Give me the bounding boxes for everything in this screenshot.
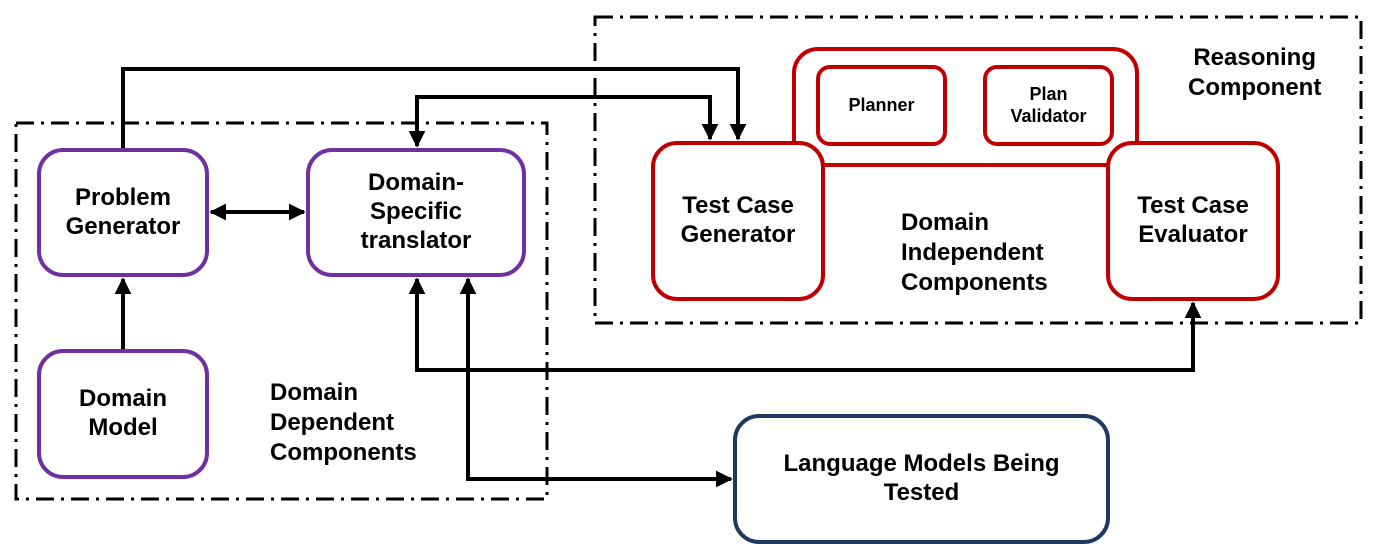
- language-models-box: Language Models Being Tested: [733, 414, 1110, 544]
- arrow-problem-generator-to-test-case-generator: [121, 67, 747, 148]
- plan-validator-label: Plan Validator: [1010, 83, 1087, 126]
- test-case-evaluator-label: Test Case Evaluator: [1137, 192, 1249, 248]
- planner-box: Planner: [816, 65, 947, 146]
- domain-independent-group-boundary: [593, 15, 1363, 325]
- domain-specific-translator-box: Domain- Specific translator: [306, 148, 526, 277]
- arrow-translator-to-test-case-evaluator: [408, 277, 1202, 372]
- test-case-evaluator-box: Test Case Evaluator: [1106, 141, 1280, 301]
- language-models-label: Language Models Being Tested: [783, 450, 1060, 506]
- test-case-generator-label: Test Case Generator: [680, 192, 796, 248]
- problem-generator-box: Problem Generator: [37, 148, 209, 277]
- domain-model-box: Domain Model: [37, 349, 209, 479]
- test-case-generator-box: Test Case Generator: [651, 141, 825, 301]
- domain-dependent-group-boundary: [14, 121, 549, 501]
- reasoning-component-label: Reasoning Component: [1188, 44, 1322, 101]
- plan-validator-box: Plan Validator: [983, 65, 1114, 146]
- problem-generator-label: Problem Generator: [65, 183, 181, 240]
- planner-label: Planner: [848, 94, 915, 115]
- domain-specific-translator-label: Domain- Specific translator: [360, 169, 472, 254]
- arrow-translator-to-language-models: [459, 277, 733, 488]
- arrow-translator-to-test-case-generator: [408, 95, 719, 148]
- domain-model-label: Domain Model: [78, 385, 167, 441]
- domain-dependent-label: Domain Dependent Components: [270, 379, 417, 466]
